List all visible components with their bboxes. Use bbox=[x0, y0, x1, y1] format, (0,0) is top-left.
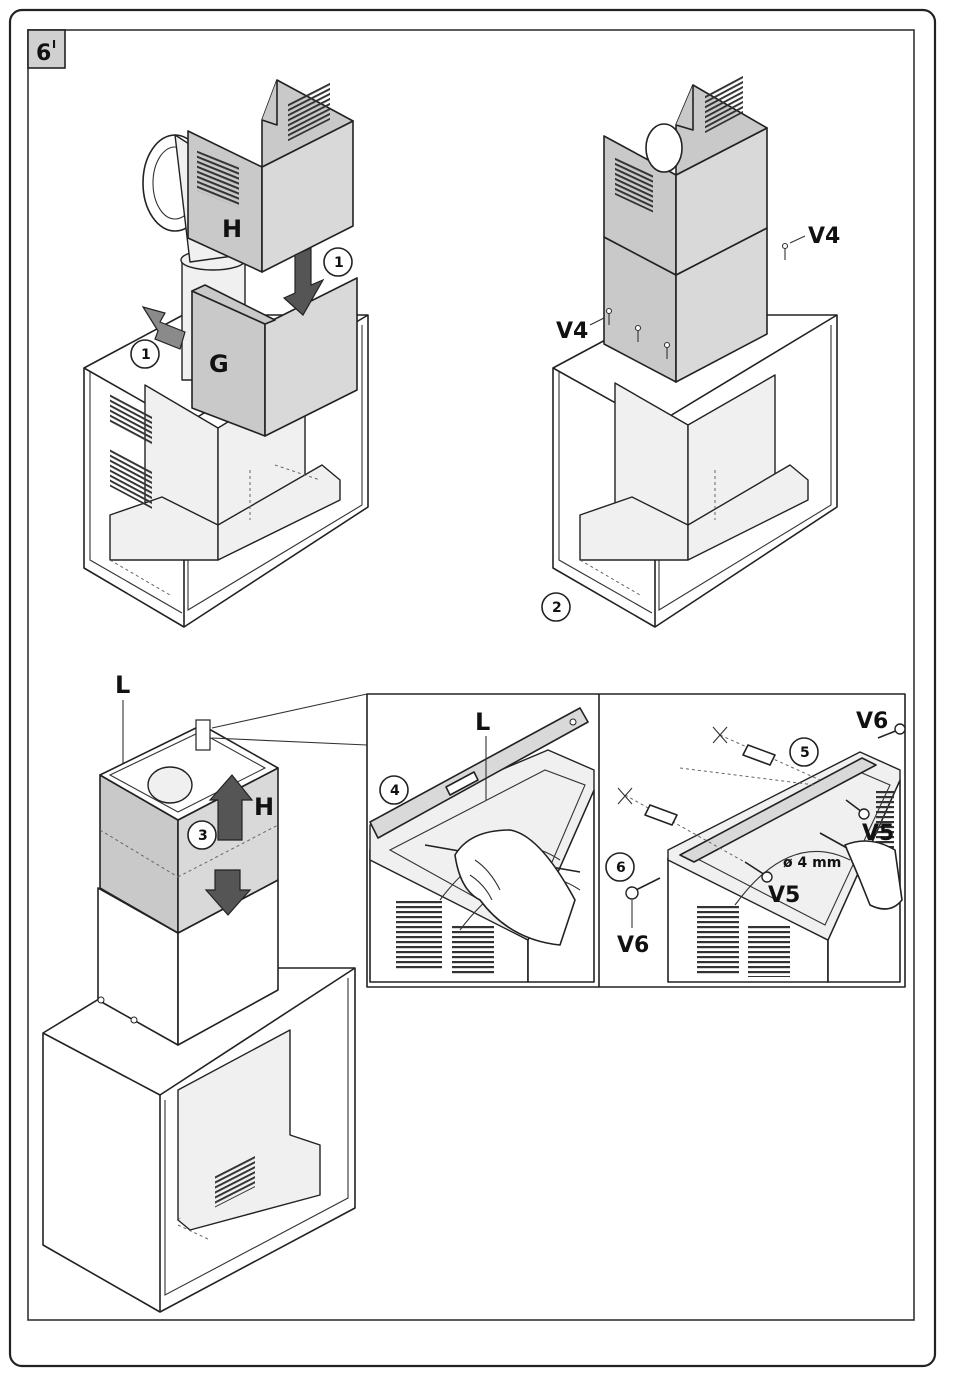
callout-1-top bbox=[323, 247, 353, 277]
callout-6 bbox=[605, 852, 635, 882]
callout-2-text: 2 bbox=[552, 600, 562, 616]
arrow-down-icon bbox=[282, 247, 325, 316]
step-superscript: I bbox=[52, 38, 56, 51]
callout-5-text: 5 bbox=[800, 745, 810, 761]
callout-6-text: 6 bbox=[616, 860, 626, 876]
wall-plug-icon bbox=[742, 744, 776, 766]
label-v4-right: V4 bbox=[808, 224, 840, 249]
label-v4-left: V4 bbox=[556, 319, 588, 344]
label-h-fig3: H bbox=[254, 793, 274, 821]
wall-plug-icon bbox=[644, 804, 678, 826]
callout-4 bbox=[379, 775, 409, 805]
screw-v5-right-icon bbox=[845, 799, 870, 820]
label-h-fig1: H bbox=[222, 215, 242, 243]
screw-v6-bottom-icon bbox=[625, 877, 661, 900]
label-l-detail: L bbox=[475, 708, 490, 736]
screw-icon bbox=[605, 242, 789, 359]
arrow-up-icon bbox=[208, 774, 254, 841]
callout-4-text: 4 bbox=[390, 783, 400, 799]
detail-4-mark-holes: L 4 bbox=[366, 693, 906, 988]
drill-size: ø 4 mm bbox=[783, 855, 841, 871]
inner-frame bbox=[27, 29, 915, 1321]
screw-v6-top-icon bbox=[877, 723, 906, 739]
arrow-down-icon bbox=[204, 869, 252, 916]
drill-icon bbox=[844, 840, 903, 910]
figure-2-secure-chimney: V4 V4 2 bbox=[541, 74, 840, 628]
callout-2 bbox=[541, 592, 571, 622]
label-v5-mid: V5 bbox=[768, 883, 800, 908]
label-v6-bottom: V6 bbox=[617, 933, 649, 958]
figure-3-adjust-height: L H 3 bbox=[42, 393, 368, 1313]
label-l-fig3: L bbox=[115, 671, 130, 699]
figure-1-install-chimney: H G 1 1 bbox=[83, 79, 369, 628]
step-tag: 6 I bbox=[27, 29, 66, 69]
callout-3-text: 3 bbox=[198, 828, 208, 844]
callout-1-left-text: 1 bbox=[141, 347, 151, 363]
detail-5-6-drill-and-fix: 5 V6 V5 ø 4 mm V5 V6 6 bbox=[605, 709, 906, 983]
screw-v5-mid-icon bbox=[744, 861, 773, 883]
label-g-fig1: G bbox=[209, 350, 229, 378]
callout-3 bbox=[187, 820, 217, 850]
label-v6-top: V6 bbox=[856, 709, 888, 734]
arrow-up-left-icon bbox=[141, 306, 186, 350]
step-number: 6 bbox=[36, 41, 51, 66]
callout-1-top-text: 1 bbox=[334, 255, 344, 271]
callout-1-left bbox=[130, 339, 160, 369]
